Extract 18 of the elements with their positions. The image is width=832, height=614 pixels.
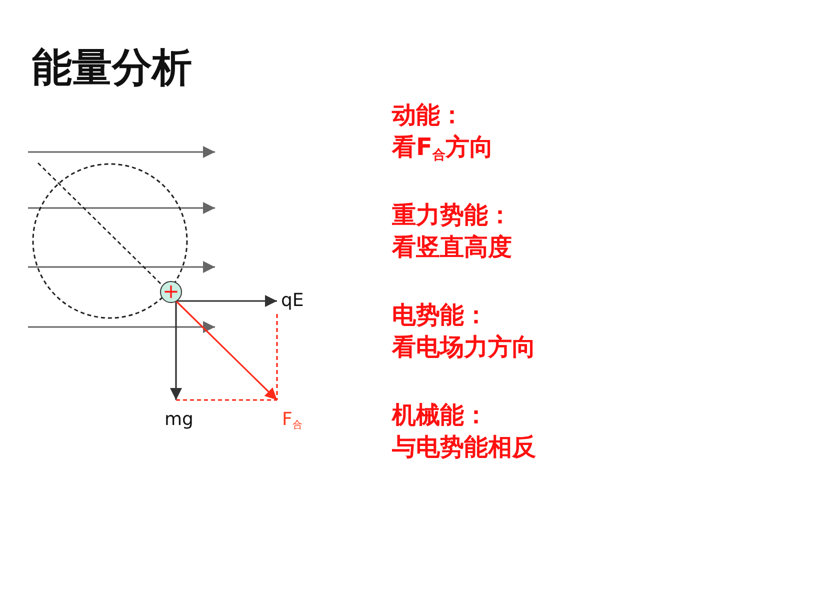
force-arrow: [175, 300, 278, 401]
title: 能量分析: [32, 44, 192, 93]
force-label: qE: [277, 290, 309, 314]
energy-rule: 看F$_{合}$方向: [392, 133, 494, 165]
force-arrow: [170, 301, 182, 400]
energy-rule: 看电场力方向: [392, 333, 536, 361]
dashed-line: [176, 399, 277, 401]
force-arrow: [176, 295, 277, 307]
force-label: mg: [160, 400, 198, 433]
energy-heading: 电势能：: [392, 301, 488, 329]
energy-rule: 与电势能相反: [392, 433, 536, 461]
charged-particle: +: [160, 281, 182, 303]
force-label: F$_{合}$: [277, 400, 309, 437]
energy-rule: 看竖直高度: [392, 233, 512, 261]
energy-heading: 机械能：: [392, 401, 488, 429]
dashed-line: [276, 314, 278, 400]
energy-heading: 重力势能：: [392, 201, 512, 229]
energy-heading: 动能：: [392, 101, 464, 129]
